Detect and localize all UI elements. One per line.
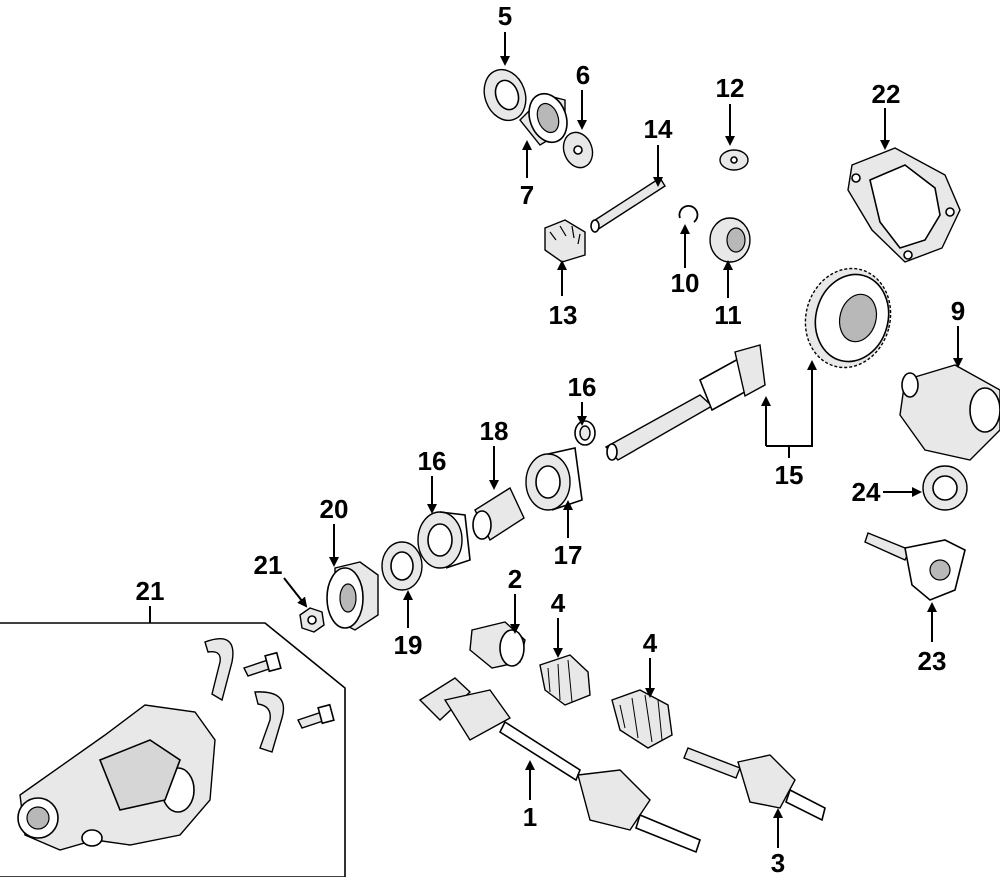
- part-9-clip: [678, 205, 699, 223]
- callout-7: 7: [520, 180, 534, 210]
- part-22-cover: [847, 147, 961, 263]
- callout-12: 13: [549, 300, 578, 330]
- part-10-side-gear: [709, 217, 751, 263]
- part-19-companion-flange: [326, 561, 379, 631]
- part-2-joint: [469, 621, 526, 669]
- callout-23: 23: [918, 646, 947, 676]
- callout-9: 10: [671, 268, 700, 298]
- part-16-bearing-outer: [417, 511, 471, 569]
- part-3-axle-shaft: [683, 747, 826, 822]
- callout-18: 19: [394, 630, 423, 660]
- callout-1: 1: [523, 802, 537, 832]
- callout-4-inner: 4: [551, 588, 566, 618]
- callout-22: 22: [872, 79, 901, 109]
- part-6-plate: [562, 131, 594, 169]
- callout-17: 18: [480, 416, 509, 446]
- leader-lines: [149, 32, 963, 848]
- part-4-boot-outer: [611, 689, 673, 749]
- callout-3: 3: [771, 848, 785, 877]
- callout-6: 6: [576, 60, 590, 90]
- part-15-shim: [574, 420, 596, 446]
- callout-13: 14: [644, 114, 673, 144]
- part-14-ring-gear: [804, 267, 892, 369]
- part-23-side-flange: [864, 532, 966, 601]
- part-4-boot-inner: [539, 654, 591, 706]
- part-18-oil-seal: [381, 541, 423, 591]
- callout-8: 9: [951, 296, 965, 326]
- callout-21: 21: [136, 576, 165, 606]
- part-17-spacer: [472, 486, 525, 542]
- part-24-seal: [922, 465, 968, 511]
- callout-16-lower: 17: [554, 540, 583, 570]
- callout-10: 11: [714, 300, 742, 330]
- part-16-bearing-inner: [525, 447, 583, 511]
- part-12-pinion-gear: [544, 219, 586, 263]
- callout-20: 21: [254, 550, 283, 580]
- part-1-drive-shaft: [418, 677, 701, 854]
- part-7-bearing: [519, 92, 568, 146]
- callout-2: 2: [508, 564, 522, 594]
- callout-labels: 5 6 7 14 12 22 13 10 11 9 16 15 18 16 17…: [136, 1, 966, 877]
- callout-11: 12: [716, 73, 745, 103]
- callout-5: 5: [498, 1, 512, 31]
- part-5-oil-seal: [483, 68, 527, 122]
- part-8-differential-case: [899, 364, 1000, 461]
- callout-4-outer: 4: [643, 628, 658, 658]
- part-11-thrust-washer: [719, 149, 749, 171]
- callout-24: 24: [852, 477, 881, 507]
- part-14-drive-pinion: [604, 344, 766, 461]
- callout-19: 20: [320, 494, 349, 524]
- part-13-pinion-shaft: [590, 177, 666, 233]
- callout-16-upper: 16: [418, 446, 447, 476]
- callout-14: 15: [775, 460, 804, 490]
- part-21-carrier-inset: [0, 622, 346, 877]
- callout-15: 16: [568, 372, 597, 402]
- part-20-nut: [299, 607, 325, 633]
